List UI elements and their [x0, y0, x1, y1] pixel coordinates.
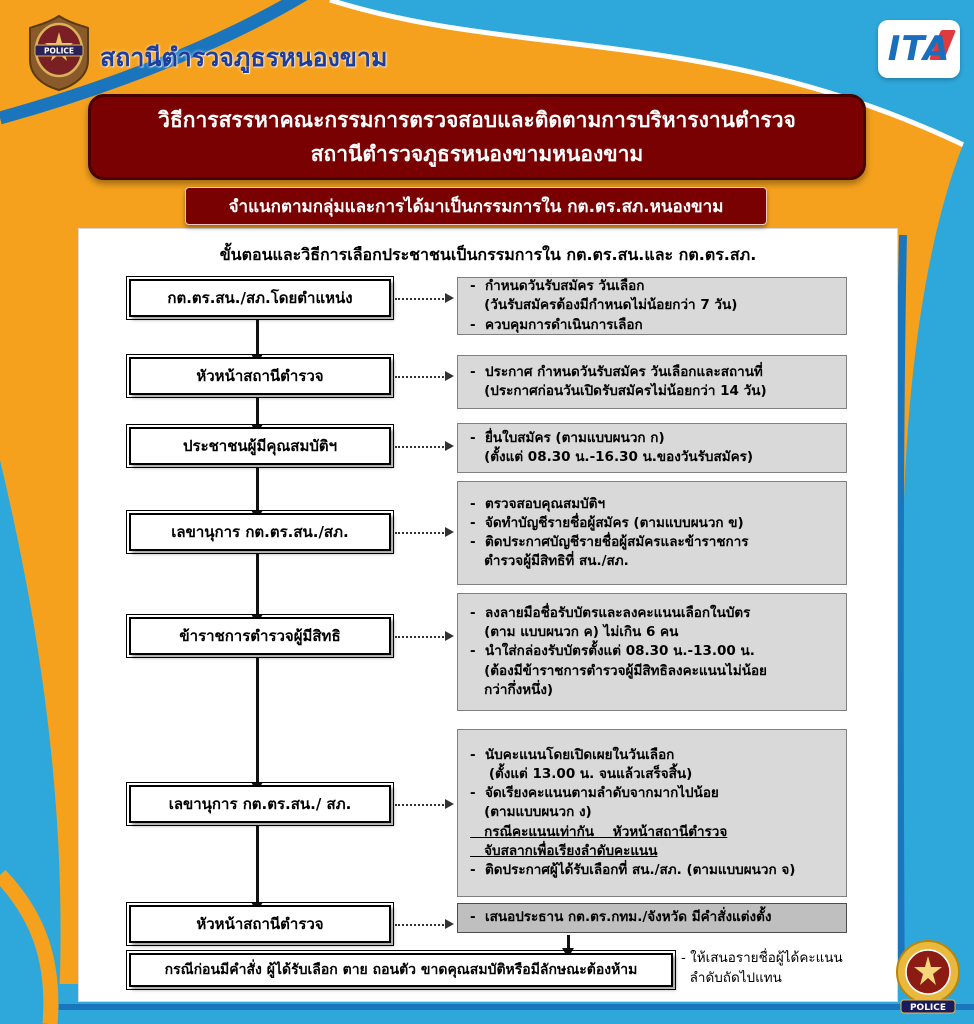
station-name: สถานีตำรวจภูธรหนองขาม: [100, 43, 388, 72]
dotted-arrow-5: [395, 631, 454, 641]
detail-box-4: - ตรวจสอบคุณสมบัติฯ - จัดทำบัญชีรายชื่อผู…: [457, 481, 847, 585]
ita-logo: ITA: [878, 20, 960, 78]
text-line: (ตั้งแต่ 08.30 น.-16.30 น.ของวันรับสมัคร…: [470, 449, 754, 465]
text-line: จับสลากเพื่อเรียงลำดับคะแนน: [470, 842, 658, 859]
subtitle-banner: จำแนกตามกลุ่มและการได้มาเป็นกรรมการใน กต…: [185, 187, 767, 225]
police-badge-bottom-icon: POLICE: [896, 940, 960, 1014]
step-label-6: เลขานุการ กต.ตร.สน./ สภ.: [168, 795, 352, 813]
text-line: ลำดับถัดไปแทน: [681, 969, 782, 986]
title-line-1: วิธีการสรรหาคณะกรรมการตรวจสอบและติดตามกา…: [158, 108, 796, 132]
text-line: (ตามแบบผนวก ง): [470, 804, 592, 821]
text-line: (ต้องมีข้าราชการตำรวจผู้มีสิทธิลงคะแนนไม…: [470, 662, 767, 679]
final-case-box: กรณีก่อนมีคำสั่ง ผู้ได้รับเลือก ตาย ถอนต…: [126, 950, 676, 990]
text-line: กรณีคะแนนเท่ากัน หัวหน้าสถานีตำรวจ: [470, 823, 728, 840]
dotted-arrow-7: [395, 919, 454, 929]
text-line: - นำใส่กล่องรับบัตรตั้งแต่ 08.30 น.-13.0…: [470, 643, 755, 660]
step-label-5: ข้าราชการตำรวจผู้มีสิทธิ: [179, 627, 341, 645]
step-label-3: ประชาชนผู้มีคุณสมบัติฯ: [182, 437, 338, 455]
step-label-1: กต.ตร.สน./สภ.โดยตำแหน่ง: [167, 289, 353, 307]
text-line: (วันรับสมัครต้องมีกำหนดไม่น้อยกว่า 7 วัน…: [470, 297, 738, 314]
text-line: - เสนอประธาน กต.ตร.กทม./จังหวัด มีคำสั่ง…: [470, 909, 772, 926]
text-line: - ยื่นใบสมัคร (ตามแบบผนวก ก): [470, 429, 665, 446]
step-box-2: หัวหน้าสถานีตำรวจ: [126, 354, 394, 398]
flowchart-panel: ขั้นตอนและวิธีการเลือกประชาชนเป็นกรรมการ…: [78, 228, 898, 1002]
text-line: - ควบคุมการดำเนินการเลือก: [470, 316, 643, 333]
dotted-arrow-4: [395, 527, 454, 537]
step-label-2: หัวหน้าสถานีตำรวจ: [196, 367, 324, 385]
dotted-arrow-2: [395, 371, 454, 381]
badge-top-label: POLICE: [44, 47, 74, 56]
step-box-7: หัวหน้าสถานีตำรวจ: [126, 902, 394, 946]
final-note: - ให้เสนอรายชื่อผู้ได้คะแนน ลำดับถัดไปแท…: [681, 949, 891, 988]
detail-box-1: - กำหนดวันรับสมัคร วันเลือก (วันรับสมัคร…: [457, 277, 847, 335]
text-line: - กำหนดวันรับสมัคร วันเลือก: [470, 278, 645, 295]
dotted-arrow-6: [395, 799, 454, 809]
text-line: - จัดทำบัญชีรายชื่อผู้สมัคร (ตามแบบผนวก …: [470, 514, 744, 531]
text-line: (ประกาศก่อนวันเปิดรับสมัครไม่น้อยกว่า 14…: [470, 383, 767, 399]
step-label-7: หัวหน้าสถานีตำรวจ: [196, 915, 324, 933]
text-line: กว่ากึ่งหนึ่ง): [470, 681, 554, 698]
connector-arrow-2: [251, 397, 263, 434]
connector-arrow-6: [251, 825, 263, 912]
text-line: - ติดประกาศผู้ได้รับเลือกที่ สน./สภ. (ตา…: [470, 861, 796, 878]
badge-bottom-label: POLICE: [910, 1003, 946, 1013]
text-line: - ประกาศ กำหนดวันรับสมัคร วันเลือกและสถา…: [470, 363, 763, 380]
step-box-5: ข้าราชการตำรวจผู้มีสิทธิ: [126, 614, 394, 658]
step-box-3: ประชาชนผู้มีคุณสมบัติฯ: [126, 424, 394, 468]
detail-box-6: - นับคะแนนโดยเปิดเผยในวันเลือก (ตั้งแต่ …: [457, 729, 847, 897]
ita-logo-text: ITA: [887, 29, 951, 69]
step-box-6: เลขานุการ กต.ตร.สน./ สภ.: [126, 782, 394, 826]
text-line: ตำรวจผู้มีสิทธิที่ สน./สภ.: [470, 553, 629, 570]
connector-arrow-3: [251, 467, 263, 520]
step-box-4: เลขานุการ กต.ตร.สน./สภ.: [126, 510, 394, 554]
detail-box-5: - ลงลายมือชื่อรับบัตรและลงคะแนนเลือกในบั…: [457, 593, 847, 711]
text-line: - ตรวจสอบคุณสมบัติฯ: [470, 495, 606, 512]
title-banner: วิธีการสรรหาคณะกรรมการตรวจสอบและติดตามกา…: [88, 94, 866, 180]
connector-arrow-1: [251, 319, 263, 364]
text-line: - ติดประกาศบัญชีรายชื่อผู้สมัครและข้าราช…: [470, 534, 749, 550]
flowchart-title: ขั้นตอนและวิธีการเลือกประชาชนเป็นกรรมการ…: [219, 245, 757, 264]
dotted-arrow-1: [395, 293, 454, 303]
police-badge-icon: POLICE: [29, 14, 89, 92]
connector-arrow-final: [562, 935, 574, 958]
text-line: - จัดเรียงคะแนนตามลำดับจากมากไปน้อย: [470, 785, 719, 802]
text-line: (ตั้งแต่ 13.00 น. จนแล้วเสร็จสิ้น): [470, 766, 693, 783]
text-line: - ให้เสนอรายชื่อผู้ได้คะแนน: [681, 950, 843, 966]
detail-box-3: - ยื่นใบสมัคร (ตามแบบผนวก ก) (ตั้งแต่ 08…: [457, 423, 847, 473]
connector-arrow-5: [251, 657, 263, 792]
step-label-4: เลขานุการ กต.ตร.สน./สภ.: [171, 523, 349, 541]
text-line: - ลงลายมือชื่อรับบัตรและลงคะแนนเลือกในบั…: [470, 605, 751, 622]
text-line: (ตาม แบบผนวก ค) ไม่เกิน 6 คน: [470, 624, 679, 641]
dotted-arrow-3: [395, 441, 454, 451]
step-box-1: กต.ตร.สน./สภ.โดยตำแหน่ง: [126, 276, 394, 320]
detail-box-7: - เสนอประธาน กต.ตร.กทม./จังหวัด มีคำสั่ง…: [457, 903, 847, 933]
text-line: - นับคะแนนโดยเปิดเผยในวันเลือก: [470, 746, 675, 763]
connector-arrow-4: [251, 553, 263, 624]
title-line-2: สถานีตำรวจภูธรหนองขามหนองขาม: [310, 142, 644, 166]
detail-box-2: - ประกาศ กำหนดวันรับสมัคร วันเลือกและสถา…: [457, 355, 847, 409]
